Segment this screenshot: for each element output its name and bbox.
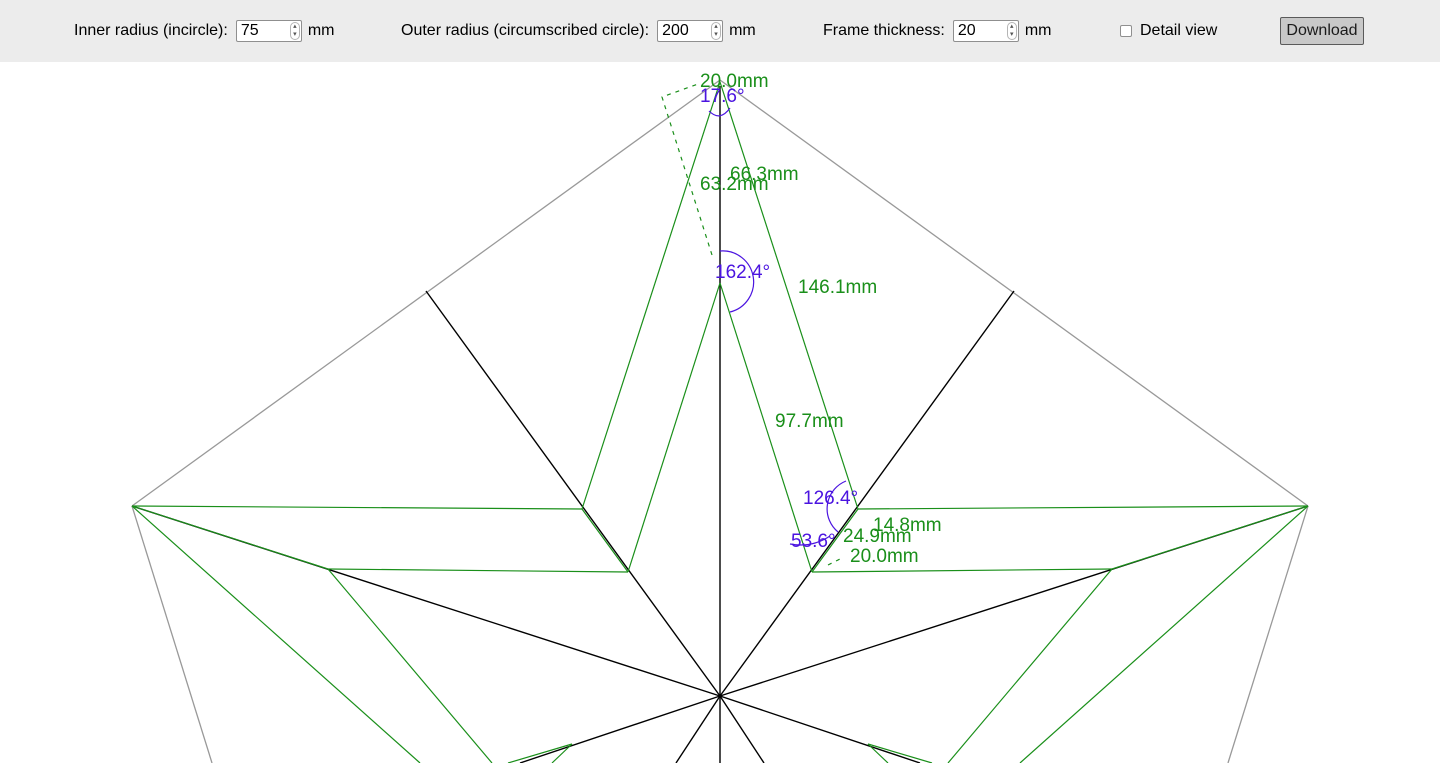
detail-view-label[interactable]: Detail view bbox=[1140, 22, 1218, 39]
drawing-svg: 20.0mm 66.3mm 63.2mm 146.1mm 97.7mm 14.8… bbox=[131, 71, 1309, 763]
radius-line bbox=[519, 695, 721, 763]
radius-line bbox=[719, 290, 1015, 697]
frame-line bbox=[719, 81, 859, 510]
frame-line bbox=[857, 505, 1309, 510]
radius-line bbox=[675, 695, 721, 763]
frame-line bbox=[811, 568, 1113, 573]
length-label: 24.9mm bbox=[843, 526, 912, 547]
angle-arc bbox=[826, 480, 847, 533]
frame-line bbox=[581, 81, 721, 510]
inner-radius-control: Inner radius (incircle): ▴▾ mm bbox=[74, 18, 334, 44]
construction-lines bbox=[661, 83, 841, 566]
detail-view-checkbox[interactable] bbox=[1120, 25, 1132, 37]
toolbar: Inner radius (incircle): ▴▾ mm Outer rad… bbox=[0, 0, 1440, 62]
frame-thickness-stepper[interactable]: ▴▾ bbox=[952, 20, 1019, 42]
construction-line bbox=[827, 558, 841, 566]
angle-label: 162.4° bbox=[715, 262, 770, 283]
outer-radius-unit: mm bbox=[729, 22, 756, 39]
detail-view-control[interactable]: Detail view bbox=[1120, 18, 1217, 44]
outer-radius-input[interactable] bbox=[658, 21, 709, 41]
frame-line bbox=[551, 743, 573, 763]
inner-radius-input[interactable] bbox=[236, 21, 287, 41]
radius-line bbox=[425, 290, 721, 697]
length-label: 20.0mm bbox=[700, 71, 769, 92]
angle-label: 53.6° bbox=[791, 531, 836, 552]
radius-line bbox=[719, 695, 921, 763]
outline-edge bbox=[131, 505, 213, 763]
frame-line bbox=[1111, 505, 1309, 570]
frame-line bbox=[581, 508, 629, 573]
radius-line bbox=[719, 695, 765, 763]
frame-lines bbox=[131, 81, 1309, 763]
length-label: 14.8mm bbox=[873, 515, 942, 536]
inner-radius-label: Inner radius (incircle): bbox=[74, 22, 228, 39]
outer-radius-stepper[interactable]: ▴▾ bbox=[657, 20, 724, 42]
angle-arcs bbox=[708, 107, 847, 546]
length-label: 97.7mm bbox=[775, 411, 844, 432]
outline-edge bbox=[719, 79, 1309, 507]
frame-line bbox=[627, 282, 721, 573]
angle-arc bbox=[789, 535, 831, 546]
outer-radius-control: Outer radius (circumscribed circle): ▴▾ … bbox=[401, 18, 756, 44]
length-label: 66.3mm bbox=[730, 164, 799, 185]
frame-line bbox=[811, 508, 859, 573]
frame-line bbox=[867, 743, 933, 763]
frame-line bbox=[327, 568, 493, 763]
frame-line bbox=[1019, 505, 1309, 763]
frame-thickness-control: Frame thickness: ▴▾ mm bbox=[823, 18, 1051, 44]
inner-radius-stepper[interactable]: ▴▾ bbox=[235, 20, 302, 42]
inner-radius-unit: mm bbox=[307, 22, 335, 39]
frame-line bbox=[947, 568, 1113, 763]
angle-arc bbox=[719, 250, 755, 313]
frame-line bbox=[131, 505, 583, 510]
outline-edge bbox=[1227, 505, 1309, 763]
angle-arc bbox=[708, 107, 731, 117]
length-label: 146.1mm bbox=[798, 277, 877, 298]
structure-lines bbox=[131, 86, 1309, 763]
frame-line bbox=[327, 568, 629, 573]
frame-line bbox=[131, 505, 421, 763]
length-label: 20.0mm bbox=[850, 546, 919, 567]
frame-line bbox=[131, 505, 329, 570]
frame-line bbox=[867, 743, 889, 763]
frame-thickness-spin-arrows-icon[interactable]: ▴▾ bbox=[1006, 22, 1017, 40]
inner-radius-spin-arrows-icon[interactable]: ▴▾ bbox=[289, 22, 300, 40]
star-frame-drawing: 20.0mm 66.3mm 63.2mm 146.1mm 97.7mm 14.8… bbox=[0, 62, 1440, 763]
outer-radius-label: Outer radius (circumscribed circle): bbox=[401, 22, 650, 39]
angle-label: 17.6° bbox=[700, 86, 745, 107]
outer-pentagon bbox=[131, 79, 1309, 763]
download-button[interactable]: Download bbox=[1280, 17, 1364, 45]
frame-thickness-unit: mm bbox=[1024, 22, 1052, 39]
frame-line bbox=[507, 743, 573, 763]
construction-line bbox=[661, 83, 713, 256]
frame-thickness-input[interactable] bbox=[953, 21, 1004, 41]
outer-radius-spin-arrows-icon[interactable]: ▴▾ bbox=[711, 22, 722, 40]
length-label: 63.2mm bbox=[700, 174, 769, 195]
frame-line bbox=[719, 282, 813, 573]
outline-edge bbox=[131, 79, 721, 507]
frame-thickness-label: Frame thickness: bbox=[823, 22, 945, 39]
angle-label: 126.4° bbox=[803, 488, 858, 509]
